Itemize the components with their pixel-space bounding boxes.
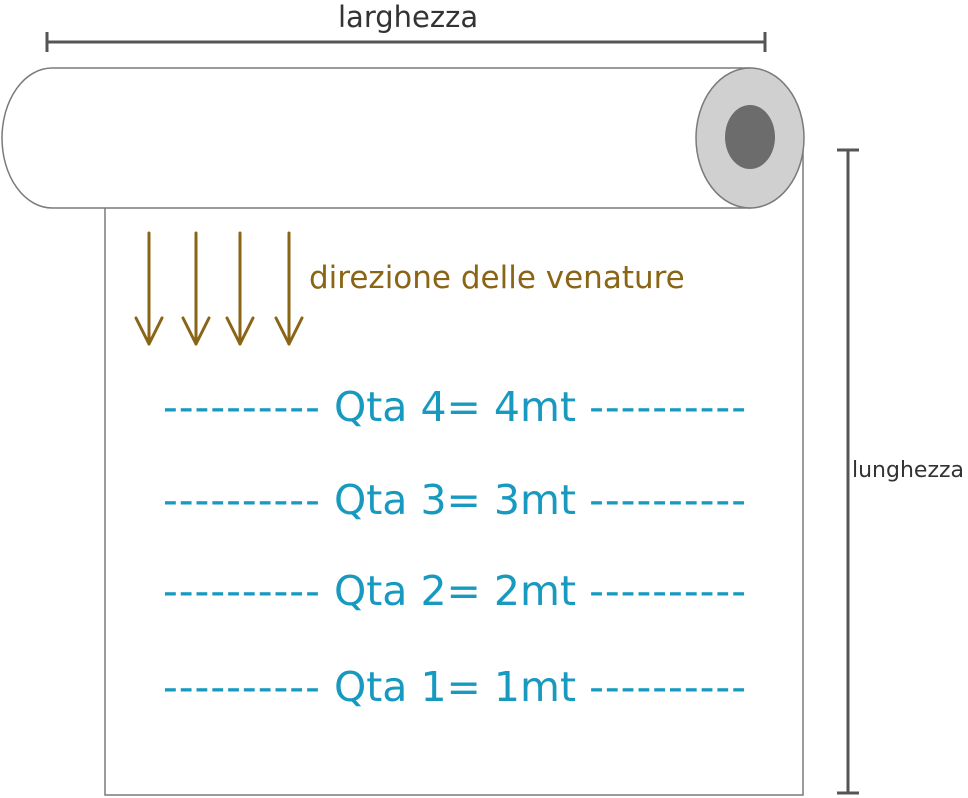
quantity-label: Qta 2= 2mt: [333, 567, 577, 615]
dash-right: ----------: [589, 663, 748, 711]
arrow-down-icon: [134, 231, 164, 346]
quantity-line-1: ---------- Qta 1= 1mt ----------: [112, 662, 798, 712]
dash-right: ----------: [589, 383, 748, 431]
quantity-line-3: ---------- Qta 3= 3mt ----------: [112, 475, 798, 525]
roll-core: [725, 105, 775, 169]
quantity-label: Qta 1= 1mt: [333, 663, 577, 711]
grain-direction-label: direzione delle venature: [309, 260, 685, 296]
length-label: lunghezza: [852, 458, 965, 483]
quantity-label: Qta 4= 4mt: [333, 383, 577, 431]
quantity-line-2: ---------- Qta 2= 2mt ----------: [112, 566, 798, 616]
arrow-down-icon: [181, 231, 211, 346]
dash-left: ----------: [162, 476, 321, 524]
dash-left: ----------: [162, 383, 321, 431]
quantity-label: Qta 3= 3mt: [333, 476, 577, 524]
width-dimension: [45, 32, 767, 52]
grain-arrows: [134, 231, 304, 346]
roll-body: [1, 67, 751, 209]
length-dimension: [837, 148, 859, 795]
dash-right: ----------: [589, 567, 748, 615]
dash-left: ----------: [162, 663, 321, 711]
quantity-line-4: ---------- Qta 4= 4mt ----------: [112, 382, 798, 432]
arrow-down-icon: [274, 231, 304, 346]
unrolled-sheet: [104, 150, 804, 796]
dash-right: ----------: [589, 476, 748, 524]
dash-left: ----------: [162, 567, 321, 615]
arrow-down-icon: [225, 231, 255, 346]
width-label: larghezza: [338, 0, 479, 34]
